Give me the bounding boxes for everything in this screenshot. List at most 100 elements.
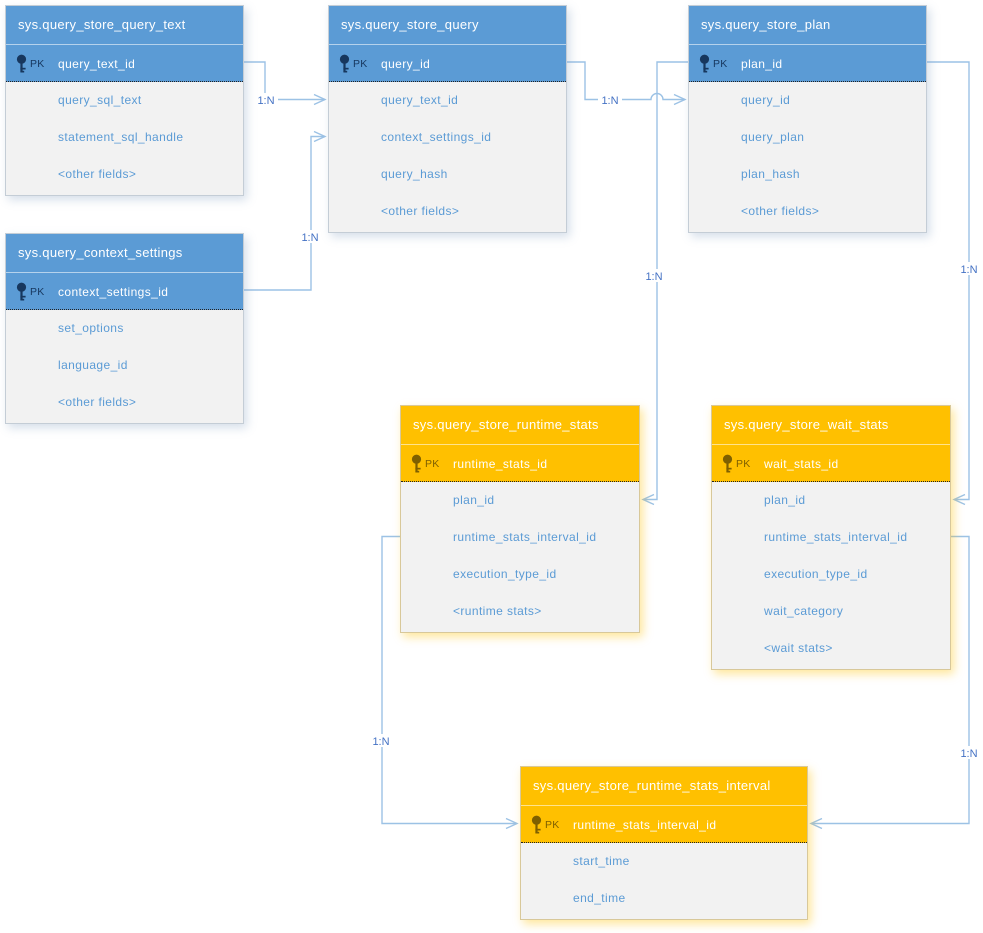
pk-field-name: plan_id: [741, 57, 783, 71]
primary-key-row[interactable]: PK wait_stats_id: [712, 444, 950, 482]
field-row[interactable]: <other fields>: [6, 384, 243, 421]
field-row[interactable]: query_sql_text: [6, 82, 243, 119]
field-row[interactable]: plan_id: [401, 482, 639, 519]
field-row[interactable]: language_id: [6, 347, 243, 384]
field-name: set_options: [58, 321, 124, 335]
entity-title: sys.query_store_plan: [701, 17, 831, 32]
field-row[interactable]: runtime_stats_interval_id: [401, 519, 639, 556]
pk-label: PK: [736, 458, 751, 470]
field-row[interactable]: <runtime stats>: [401, 593, 639, 630]
key-icon: [699, 54, 710, 73]
pk-field-name: wait_stats_id: [764, 457, 839, 471]
field-name: query_text_id: [381, 93, 459, 107]
field-row[interactable]: plan_id: [712, 482, 950, 519]
entity-header[interactable]: sys.query_store_plan: [689, 6, 926, 44]
key-icon: [411, 454, 422, 473]
pk-label: PK: [30, 286, 45, 298]
field-row[interactable]: runtime_stats_interval_id: [712, 519, 950, 556]
field-name: start_time: [573, 854, 630, 868]
cardinality-label-background: [369, 734, 393, 747]
key-icon: [16, 54, 27, 73]
cardinality-label-background: [298, 230, 322, 243]
cardinality-label: 1:N: [372, 736, 389, 748]
cardinality-label-background: [254, 93, 278, 106]
key-icon: [339, 54, 350, 73]
field-name: <other fields>: [58, 395, 137, 409]
field-name: <wait stats>: [764, 641, 833, 655]
relationship-query-to-plan: [567, 61, 687, 106]
pk-field-name: query_id: [381, 57, 431, 71]
field-row[interactable]: query_hash: [329, 156, 566, 193]
field-row[interactable]: context_settings_id: [329, 119, 566, 156]
field-name: plan_id: [453, 493, 495, 507]
entity-title: sys.query_store_query_text: [18, 17, 186, 32]
field-row[interactable]: <wait stats>: [712, 630, 950, 667]
key-icon: [722, 454, 733, 473]
relationship-runtime-stats-to-interval: [381, 535, 519, 830]
entity-title: sys.query_store_wait_stats: [724, 417, 889, 432]
field-row[interactable]: plan_hash: [689, 156, 926, 193]
primary-key-row[interactable]: PK plan_id: [689, 44, 926, 82]
field-name: query_sql_text: [58, 93, 142, 107]
field-name: execution_type_id: [764, 567, 868, 581]
cardinality-label: 1:N: [257, 95, 274, 107]
field-row[interactable]: query_id: [689, 82, 926, 119]
entity-header[interactable]: sys.query_context_settings: [6, 234, 243, 272]
primary-key-row[interactable]: PK query_text_id: [6, 44, 243, 82]
pk-label: PK: [30, 58, 45, 70]
field-row[interactable]: execution_type_id: [401, 556, 639, 593]
pk-label: PK: [713, 58, 728, 70]
entity-fields: query_sql_text statement_sql_handle <other…: [6, 82, 243, 195]
entity-header[interactable]: sys.query_store_wait_stats: [712, 406, 950, 444]
field-name: query_hash: [381, 167, 448, 181]
entity-title: sys.query_store_runtime_stats_interval: [533, 778, 771, 793]
entity-header[interactable]: sys.query_store_query: [329, 6, 566, 44]
field-row[interactable]: query_text_id: [329, 82, 566, 119]
entity-header[interactable]: sys.query_store_query_text: [6, 6, 243, 44]
entity-fields: start_time end_time: [521, 843, 807, 919]
entity-title: sys.query_store_runtime_stats: [413, 417, 599, 432]
entity-title: sys.query_context_settings: [18, 245, 183, 260]
field-row[interactable]: wait_category: [712, 593, 950, 630]
entity-header[interactable]: sys.query_store_runtime_stats_interval: [521, 767, 807, 805]
field-row[interactable]: <other fields>: [689, 193, 926, 230]
entity-fields: plan_id runtime_stats_interval_id executio…: [401, 482, 639, 632]
pk-field-name: runtime_stats_id: [453, 457, 548, 471]
pk-field-name: query_text_id: [58, 57, 136, 71]
relationship-plan-to-wait-stats: [927, 61, 970, 506]
pk-label: PK: [545, 819, 560, 831]
field-name: statement_sql_handle: [58, 130, 184, 144]
entity-header[interactable]: sys.query_store_runtime_stats: [401, 406, 639, 444]
field-name: query_id: [741, 93, 791, 107]
field-name: wait_category: [764, 604, 844, 618]
cardinality-label: 1:N: [645, 271, 662, 283]
field-row[interactable]: <other fields>: [6, 156, 243, 193]
cardinality-label: 1:N: [960, 264, 977, 276]
field-row[interactable]: <other fields>: [329, 193, 566, 230]
field-row[interactable]: end_time: [521, 880, 807, 917]
cardinality-label-background: [957, 262, 981, 275]
primary-key-row[interactable]: PK runtime_stats_id: [401, 444, 639, 482]
entity-fields: plan_id runtime_stats_interval_id executio…: [712, 482, 950, 669]
field-row[interactable]: statement_sql_handle: [6, 119, 243, 156]
pk-label: PK: [425, 458, 440, 470]
field-row[interactable]: query_plan: [689, 119, 926, 156]
field-name: plan_id: [764, 493, 806, 507]
relationship-wait-stats-to-interval: [809, 535, 970, 830]
field-row[interactable]: execution_type_id: [712, 556, 950, 593]
field-row[interactable]: start_time: [521, 843, 807, 880]
field-name: runtime_stats_interval_id: [453, 530, 597, 544]
field-row[interactable]: set_options: [6, 310, 243, 347]
